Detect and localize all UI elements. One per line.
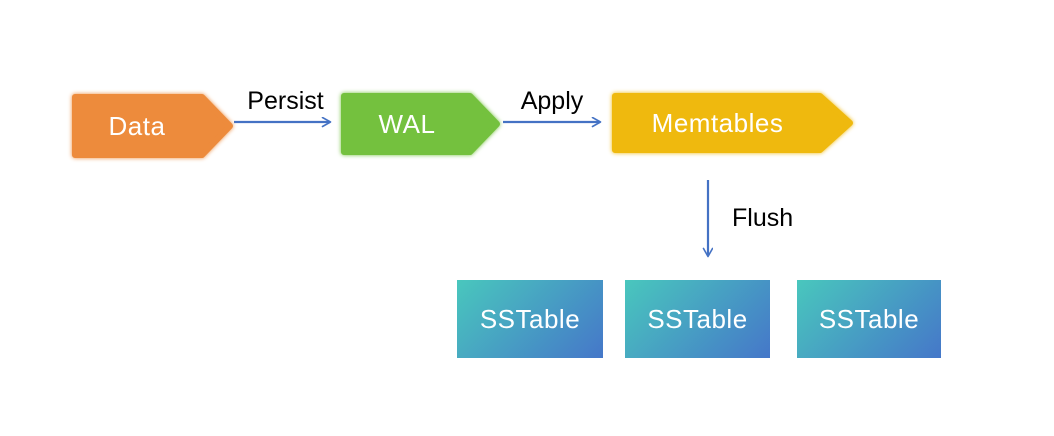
edge-label-apply: Apply bbox=[520, 87, 584, 115]
node-sstable-1-label: SSTable bbox=[479, 303, 581, 334]
node-data: Data bbox=[72, 94, 233, 158]
node-wal-label: WAL bbox=[378, 108, 436, 139]
node-memtables: Memtables bbox=[612, 93, 853, 153]
memtables-chevron-shape bbox=[612, 93, 853, 153]
node-wal: WAL bbox=[341, 93, 500, 155]
wal-chevron-shape bbox=[341, 93, 500, 155]
edge-label-flush: Flush bbox=[732, 204, 794, 232]
node-sstable-3-label: SSTable bbox=[818, 303, 920, 334]
node-sstable-1: SSTable bbox=[457, 280, 603, 358]
node-sstable-2-label: SSTable bbox=[647, 303, 748, 334]
data-chevron-shape bbox=[72, 94, 233, 158]
node-data-label: Data bbox=[108, 110, 166, 141]
node-sstable-3: SSTable bbox=[797, 280, 941, 358]
node-memtables-label: Memtables bbox=[651, 107, 784, 138]
node-sstable-2: SSTable bbox=[625, 280, 770, 358]
edge-label-persist: Persist bbox=[247, 87, 324, 115]
